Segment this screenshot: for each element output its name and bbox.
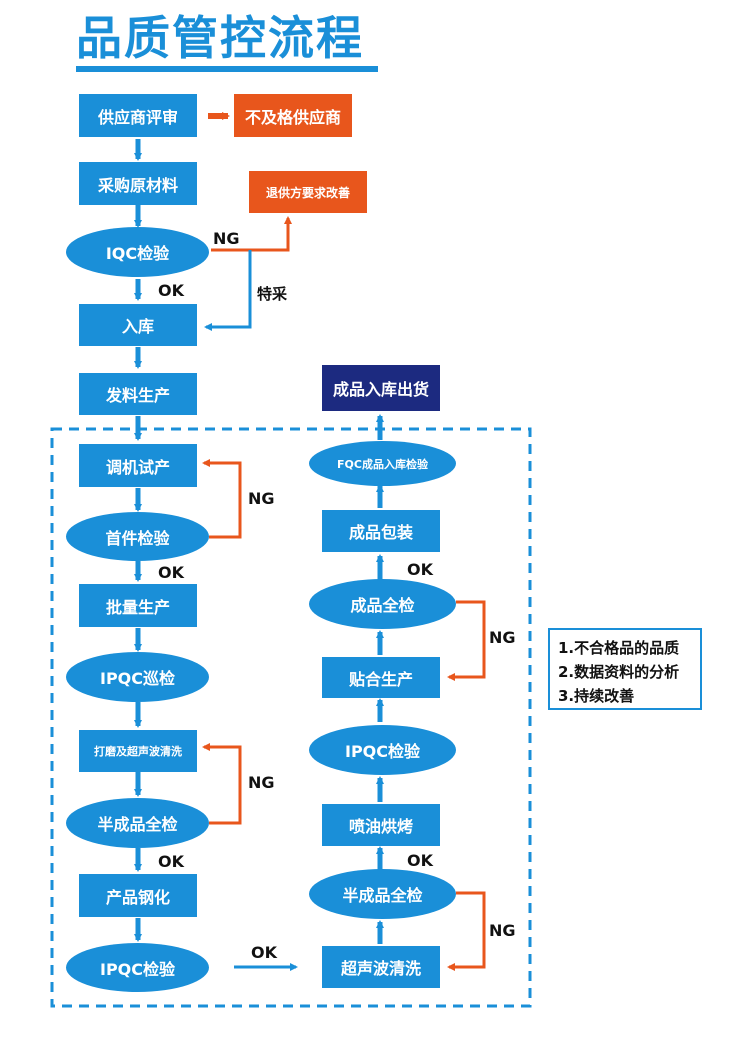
- trial-production-box: 调机试产: [79, 444, 197, 487]
- notes-box: 1.不合格品的品质 2.数据资料的分析 3.持续改善: [548, 628, 702, 710]
- title-underline: [76, 66, 378, 72]
- label-semi-ok: OK: [158, 852, 184, 871]
- tempering-box: 产品钢化: [79, 874, 197, 917]
- iqc-oval: IQC检验: [66, 227, 209, 277]
- ipqc-patrol-oval: IPQC巡检: [66, 652, 209, 702]
- ultrasonic-clean-box: 超声波清洗: [322, 946, 440, 988]
- loop-final-ng: [447, 600, 486, 681]
- label-semi-ng: NG: [248, 773, 275, 792]
- ipqc-inspect-oval: IPQC检验: [66, 943, 209, 992]
- arrow-iqc-ng: [211, 216, 292, 252]
- first-article-oval: 首件检验: [66, 512, 209, 561]
- packaging-box: 成品包装: [322, 510, 440, 552]
- warehouse-in-box: 入库: [79, 304, 197, 346]
- note-item: 3.持续改善: [558, 687, 635, 705]
- label-ipqc-ok: OK: [251, 943, 277, 962]
- note-item: 2.数据资料的分析: [558, 663, 680, 681]
- grind-clean-box: 打磨及超声波清洗: [79, 730, 197, 772]
- page-title: 品质管控流程: [76, 11, 364, 65]
- label-first-ok: OK: [158, 563, 184, 582]
- label-semi2-ng: NG: [489, 921, 516, 940]
- label-semi2-ok: OK: [407, 851, 433, 870]
- arrow-special-purchase: [204, 250, 252, 331]
- ship-box: 成品入库出货: [322, 365, 440, 411]
- label-iqc-ok: OK: [158, 281, 184, 300]
- label-first-ng: NG: [248, 489, 275, 508]
- issue-material-box: 发料生产: [79, 373, 197, 415]
- loop-semi-ng: [202, 743, 242, 825]
- loop-semi2-ng: [447, 891, 486, 971]
- lamination-box: 贴合生产: [322, 657, 440, 698]
- supplier-review-box: 供应商评审: [79, 94, 197, 137]
- semi-full-inspect-oval: 半成品全检: [66, 798, 209, 848]
- loop-first-ng: [202, 459, 242, 539]
- final-full-inspect-oval: 成品全检: [309, 579, 456, 629]
- label-iqc-ng: NG: [213, 229, 240, 248]
- label-final-ng: NG: [489, 628, 516, 647]
- note-item: 1.不合格品的品质: [558, 639, 680, 657]
- label-special-purchase: 特采: [257, 285, 288, 303]
- ipqc-inspect2-oval: IPQC检验: [309, 725, 456, 775]
- fqc-oval: FQC成品入库检验: [309, 441, 456, 486]
- label-final-ok: OK: [407, 560, 433, 579]
- mass-production-box: 批量生产: [79, 584, 197, 627]
- return-supplier-box: 退供方要求改善: [249, 171, 367, 213]
- semi-full-inspect2-oval: 半成品全检: [309, 869, 456, 919]
- spray-bake-box: 喷油烘烤: [322, 804, 440, 846]
- unqualified-supplier-box: 不及格供应商: [234, 94, 352, 137]
- production-frame: [50, 427, 532, 1008]
- purchase-box: 采购原材料: [79, 162, 197, 205]
